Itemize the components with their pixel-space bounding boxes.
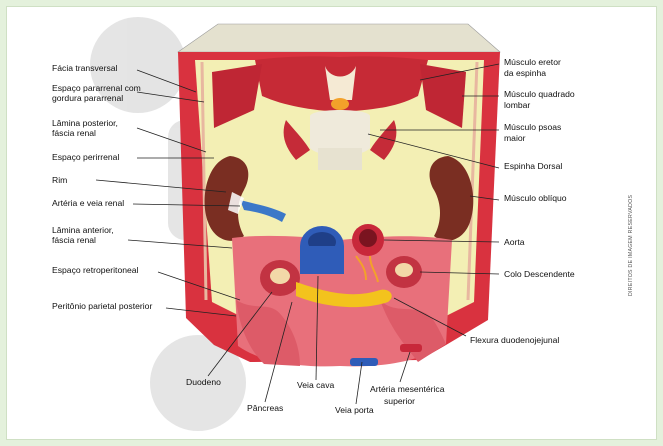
top-face xyxy=(178,24,500,52)
label-pancreas: Pâncreas xyxy=(247,403,283,413)
label-lamina-posterior-2: fáscia renal xyxy=(52,128,96,138)
label-veia-cava: Veia cava xyxy=(297,380,334,390)
label-aorta: Aorta xyxy=(504,237,525,247)
label-psoas: Músculo psoas xyxy=(504,122,561,132)
label-arteria-mesenterica-2: superior xyxy=(384,396,415,406)
mesenteric-artery xyxy=(400,344,422,352)
label-fascia-transversal: Fácia transversal xyxy=(52,63,118,73)
label-musculo-obliquo: Músculo oblíquo xyxy=(504,193,567,203)
duodenum-lumen xyxy=(270,268,290,284)
label-arteria-veia-renal: Artéria e veia renal xyxy=(52,198,124,208)
label-eretor: Músculo eretor xyxy=(504,57,561,67)
label-lamina-anterior-2: fáscia renal xyxy=(52,235,96,245)
label-veia-porta: Veia porta xyxy=(335,405,374,415)
colon-lumen xyxy=(395,263,413,277)
aorta-lumen xyxy=(359,229,377,247)
label-rim: Rim xyxy=(52,175,67,185)
label-flexura: Flexura duodenojejunal xyxy=(470,335,559,345)
label-espaco-pararrenal-2: gordura pararrenal xyxy=(52,93,123,103)
label-eretor-2: da espinha xyxy=(504,68,546,78)
label-espaco-perirrenal: Espaço perirrenal xyxy=(52,152,119,162)
label-espaco-retroperitoneal: Espaço retroperitoneal xyxy=(52,265,139,275)
label-espaco-pararrenal: Espaço pararrenal com xyxy=(52,83,141,93)
label-quadrado-2: lombar xyxy=(504,100,530,110)
vena-cava-body xyxy=(300,246,344,274)
label-lamina-anterior: Lâmina anterior, xyxy=(52,225,114,235)
label-espinha-dorsal: Espinha Dorsal xyxy=(504,161,562,171)
label-quadrado: Músculo quadrado xyxy=(504,89,575,99)
rights-notice: DIREITOS DE IMAGEM RESERVADOS xyxy=(628,195,634,296)
vertebral-pillar xyxy=(318,148,362,170)
label-duodeno: Duodeno xyxy=(186,377,221,387)
label-lamina-posterior: Lâmina posterior, xyxy=(52,118,118,128)
label-peritonio-parietal: Peritônio parietal posterior xyxy=(52,301,152,311)
label-arteria-mesenterica: Artéria mesentérica xyxy=(370,384,445,394)
label-colo-descendente: Colo Descendente xyxy=(504,269,575,279)
portal-vein xyxy=(350,358,378,366)
spinal-canal xyxy=(331,98,349,110)
label-psoas-2: maior xyxy=(504,133,526,143)
